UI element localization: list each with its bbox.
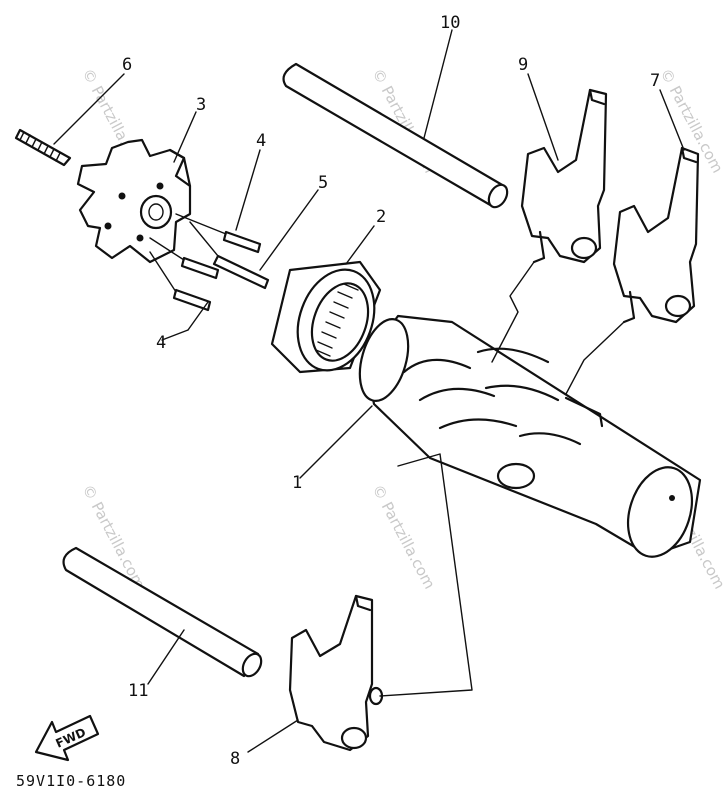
callout-2: 2: [376, 207, 386, 227]
part-shift-shaft-upper: [282, 62, 509, 209]
callout-1: 1: [292, 473, 302, 493]
part-shift-fork-9: [520, 88, 608, 264]
part-shift-drum: [358, 314, 702, 558]
callout-4-lower: 4: [156, 333, 166, 353]
callout-11: 11: [128, 681, 148, 701]
callouts: 1 2 3 4 4 5 6 7 8 9 10 11: [122, 13, 660, 769]
watermark: © Partzilla.com: [368, 481, 438, 592]
part-pins: [149, 213, 270, 312]
callout-10: 10: [440, 13, 460, 33]
callout-6: 6: [122, 55, 132, 75]
callout-3: 3: [196, 95, 206, 115]
part-bolt: [14, 128, 72, 167]
callout-4-upper: 4: [256, 131, 266, 151]
part-shift-shaft-lower: [62, 546, 263, 678]
callout-8: 8: [230, 749, 240, 769]
fwd-arrow-icon: FWD: [34, 714, 100, 762]
leader-lines: [53, 29, 685, 753]
part-shift-fork-7: [612, 146, 700, 324]
callout-7: 7: [650, 71, 660, 91]
connection-lines: [379, 261, 625, 697]
part-bearing: [270, 260, 382, 374]
callout-9: 9: [518, 55, 528, 75]
callout-5: 5: [318, 173, 328, 193]
part-shift-fork-8: [288, 594, 384, 752]
part-code: 59V1I0-6180: [16, 772, 126, 790]
part-segment-plate: [76, 138, 192, 264]
